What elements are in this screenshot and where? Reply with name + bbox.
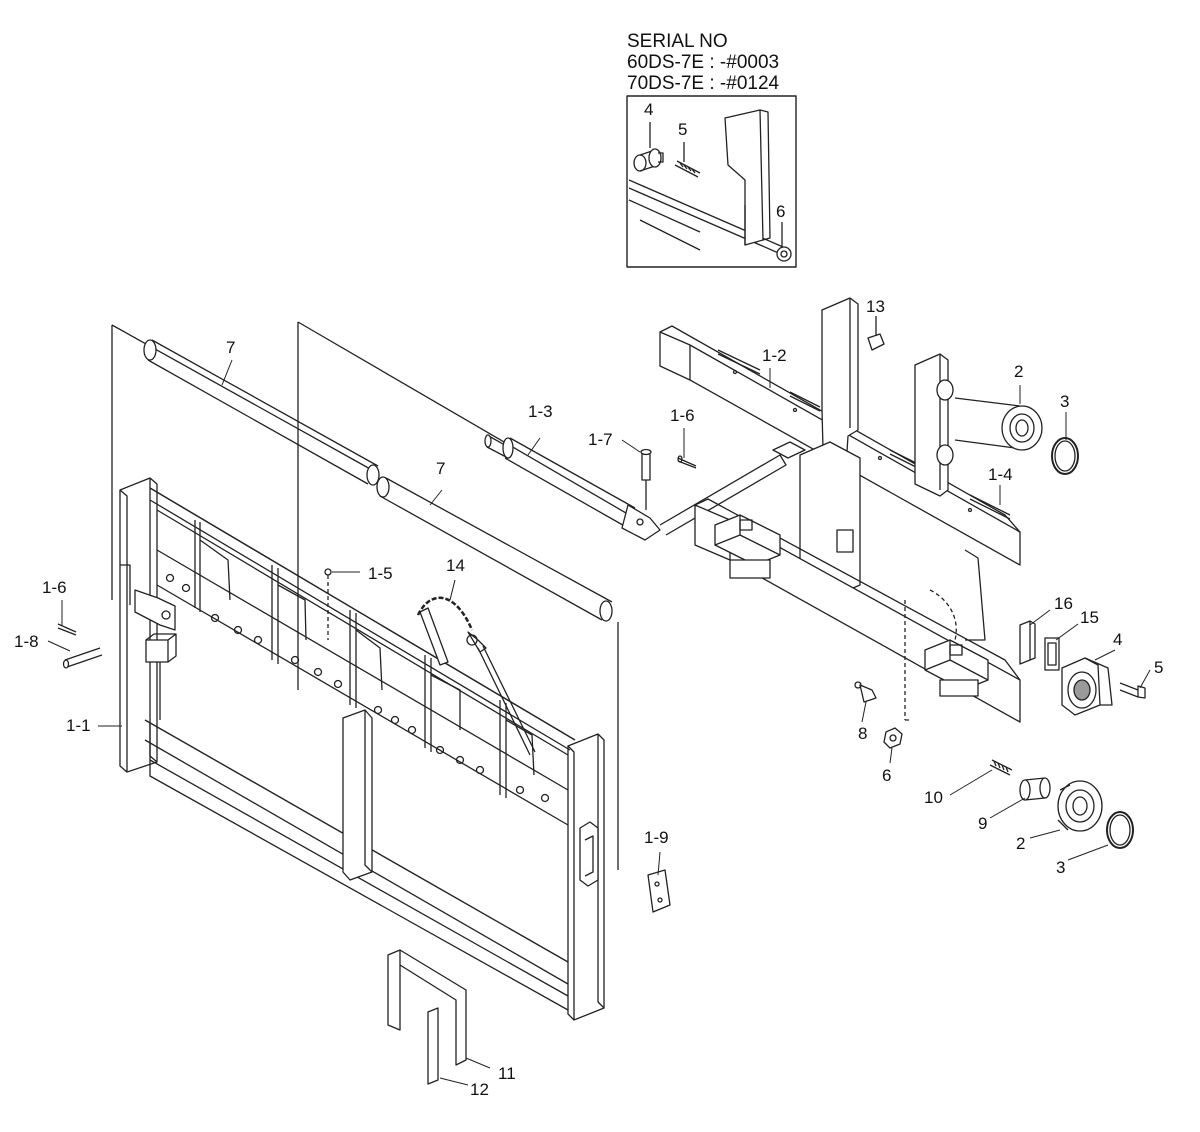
ring-part-3-bottom bbox=[1106, 811, 1134, 849]
cylinder-part-1-3 bbox=[484, 434, 787, 541]
mounting-holes bbox=[165, 573, 550, 803]
callout-11: 11 bbox=[498, 1064, 516, 1083]
serial-line-60ds: 60DS-7E : -#0003 bbox=[627, 52, 780, 73]
roller-part-4-main bbox=[1061, 657, 1113, 716]
inset-callout-5: 5 bbox=[678, 120, 688, 139]
plate-part-12 bbox=[427, 1007, 439, 1085]
grease-fitting-part-8 bbox=[854, 681, 877, 703]
callout-10: 10 bbox=[924, 788, 943, 807]
pin-part-1-7 bbox=[640, 448, 652, 510]
inset-spring-part bbox=[674, 160, 701, 178]
roller-part-2-top bbox=[954, 397, 1043, 451]
serial-line-70ds: 70DS-7E : -#0124 bbox=[627, 73, 780, 94]
callout-1-2: 1-2 bbox=[762, 346, 787, 365]
callout-7-lower: 7 bbox=[436, 459, 446, 478]
ring-part-3-top bbox=[1051, 437, 1079, 475]
callout-1-8: 1-8 bbox=[14, 632, 39, 651]
bolt-part-5-main bbox=[1119, 682, 1146, 699]
plate-part-16 bbox=[1019, 620, 1036, 665]
callout-1-6-top: 1-6 bbox=[670, 406, 695, 425]
callout-8: 8 bbox=[858, 724, 868, 743]
inset-callout-4: 4 bbox=[644, 100, 654, 119]
inset-nut-part bbox=[776, 246, 792, 262]
callout-14: 14 bbox=[446, 556, 465, 575]
callout-3-top: 3 bbox=[1060, 392, 1070, 411]
cotter-part-1-6-left bbox=[57, 623, 77, 636]
plate-part-15 bbox=[1044, 637, 1060, 671]
callout-7-upper: 7 bbox=[226, 338, 236, 357]
cotter-part-1-6-top bbox=[677, 455, 697, 469]
callout-3-bottom: 3 bbox=[1056, 858, 1066, 877]
pin-part-1-8 bbox=[62, 647, 103, 669]
callout-1-7: 1-7 bbox=[588, 430, 613, 449]
callout-4: 4 bbox=[1113, 630, 1123, 649]
callout-1-9: 1-9 bbox=[644, 828, 669, 847]
bushing-part-9 bbox=[1019, 777, 1051, 801]
chain-part-14 bbox=[416, 596, 536, 756]
callout-1-5: 1-5 bbox=[368, 564, 393, 583]
spring-part-10 bbox=[989, 759, 1013, 776]
carriage-frame bbox=[111, 321, 639, 1021]
nut-part-6-main bbox=[883, 727, 903, 749]
callout-2-bottom: 2 bbox=[1016, 834, 1026, 853]
callout-1-1: 1-1 bbox=[66, 716, 91, 735]
callout-6: 6 bbox=[882, 766, 892, 785]
callout-12: 12 bbox=[470, 1080, 489, 1099]
inset-roller-part bbox=[633, 148, 664, 172]
serial-title: SERIAL NO bbox=[627, 31, 728, 52]
leader-lines bbox=[47, 318, 1151, 1086]
callout-1-6-left: 1-6 bbox=[42, 578, 67, 597]
roller-part-2-bottom bbox=[1057, 780, 1103, 832]
clip-part-1-5 bbox=[324, 568, 332, 640]
callout-16: 16 bbox=[1054, 594, 1073, 613]
callout-1-3: 1-3 bbox=[528, 402, 553, 421]
callout-5: 5 bbox=[1154, 658, 1164, 677]
rod-part-7-lower bbox=[376, 476, 613, 622]
lower-beam bbox=[694, 498, 1021, 723]
inset-detail bbox=[626, 95, 797, 268]
callout-1-4: 1-4 bbox=[988, 465, 1013, 484]
bracket-part-11 bbox=[387, 949, 467, 1066]
callout-13: 13 bbox=[866, 297, 885, 316]
callout-2-top: 2 bbox=[1014, 362, 1024, 381]
callout-9: 9 bbox=[978, 814, 988, 833]
plate-part-1-9 bbox=[647, 869, 671, 913]
callout-15: 15 bbox=[1080, 608, 1099, 627]
upper-bracket-part-1-2 bbox=[659, 297, 1021, 641]
rod-part-7-upper bbox=[143, 339, 380, 486]
inset-callout-6: 6 bbox=[776, 202, 786, 221]
